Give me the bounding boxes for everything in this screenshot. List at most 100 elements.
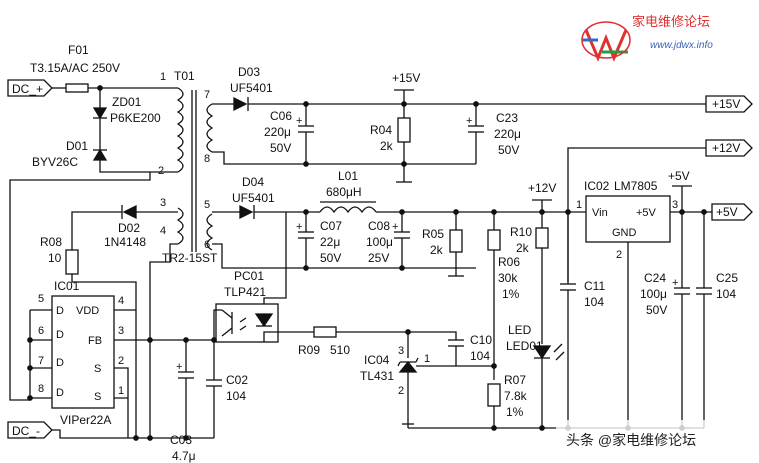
terminal-out-5v: +5V <box>711 203 753 221</box>
svg-text:T3.15A/AC 250V: T3.15A/AC 250V <box>30 61 120 75</box>
svg-text:UF5401: UF5401 <box>230 81 273 95</box>
svg-text:1%: 1% <box>506 405 524 419</box>
resistor-r10: R10 2k <box>510 212 549 344</box>
svg-text:7: 7 <box>204 89 210 101</box>
svg-text:GND: GND <box>612 227 637 239</box>
rail-15v: +15V <box>392 71 420 91</box>
svg-text:1: 1 <box>118 385 124 397</box>
svg-text:50V: 50V <box>646 303 667 317</box>
fuse-f01: F01 T3.15A/AC 250V <box>30 43 178 93</box>
svg-text:R10: R10 <box>510 225 532 239</box>
svg-text:TLP421: TLP421 <box>224 285 266 299</box>
svg-text:D: D <box>56 329 64 341</box>
svg-text:100μ: 100μ <box>366 235 393 249</box>
diode-d04: D04 UF5401 <box>212 175 320 220</box>
svg-text:50V: 50V <box>498 143 519 157</box>
svg-text:2k: 2k <box>516 241 530 255</box>
resistor-r07: R07 7.8k 1% <box>487 373 528 428</box>
svg-text:2: 2 <box>398 385 404 397</box>
svg-text:50V: 50V <box>320 251 341 265</box>
svg-text:R05: R05 <box>422 227 444 241</box>
svg-text:C11: C11 <box>584 279 605 293</box>
rail-12v-local: +12V <box>528 181 556 201</box>
svg-text:D04: D04 <box>242 175 264 189</box>
svg-text:3: 3 <box>118 325 124 337</box>
svg-text:Vin: Vin <box>592 207 608 219</box>
svg-text:+: + <box>296 115 302 127</box>
svg-text:VDD: VDD <box>76 305 99 317</box>
svg-text:+: + <box>296 221 302 233</box>
svg-text:DC_+: DC_+ <box>12 82 43 96</box>
shunt-reg-tl431: IC04 TL431 3 1 2 <box>360 345 456 428</box>
svg-text:R06: R06 <box>498 255 520 269</box>
capacitor-c02: C02 104 <box>206 340 248 438</box>
svg-text:2: 2 <box>118 355 124 367</box>
svg-text:+12V: +12V <box>712 141 740 155</box>
svg-text:BYV26C: BYV26C <box>32 155 78 169</box>
svg-text:+: + <box>466 115 472 127</box>
svg-text:22μ: 22μ <box>320 235 340 249</box>
svg-text:C08: C08 <box>368 219 390 233</box>
watermark-site-name: 家电维修论坛 <box>632 14 710 29</box>
svg-text:头条 @家电维修论坛: 头条 @家电维修论坛 <box>566 432 696 448</box>
capacitor-c25: C25 104 <box>696 212 738 428</box>
svg-text:D: D <box>56 387 64 399</box>
capacitor-c06: + C06 220μ 50V <box>264 104 314 164</box>
svg-text:R07: R07 <box>504 373 526 387</box>
rail-5v: +5V <box>668 169 692 187</box>
capacitor-c11: C11 104 <box>560 212 605 428</box>
resistor-r06: R06 30k 1% <box>487 212 520 380</box>
svg-text:10: 10 <box>48 251 62 265</box>
resistor-r05: R05 2k <box>422 212 464 277</box>
svg-text:6: 6 <box>38 325 44 337</box>
svg-text:3: 3 <box>160 197 166 209</box>
svg-text:8: 8 <box>38 383 44 395</box>
svg-text:L01: L01 <box>338 169 358 183</box>
inductor-l01: L01 680μH <box>319 169 586 214</box>
svg-text:8: 8 <box>204 153 210 165</box>
capacitor-c10: C10 104 <box>408 331 494 367</box>
svg-text:+15V: +15V <box>712 97 740 111</box>
svg-text:C10: C10 <box>470 333 492 347</box>
svg-text:104: 104 <box>226 389 246 403</box>
svg-text:7.8k: 7.8k <box>504 389 528 403</box>
svg-text:2k: 2k <box>380 139 394 153</box>
site-logo: 家电维修论坛 www.jdwx.info <box>581 14 713 62</box>
svg-text:1: 1 <box>576 199 582 211</box>
capacitor-c03: + C03 4.7μ <box>170 340 196 463</box>
svg-text:5: 5 <box>204 199 210 211</box>
svg-text:50V: 50V <box>270 141 291 155</box>
logo-emblem <box>581 21 631 62</box>
svg-text:2: 2 <box>158 165 164 177</box>
svg-text:+5V: +5V <box>636 207 657 219</box>
svg-text:1%: 1% <box>502 287 520 301</box>
svg-text:220μ: 220μ <box>494 127 521 141</box>
resistor-r09: R09 510 <box>298 326 409 358</box>
svg-text:2: 2 <box>616 249 622 261</box>
svg-text:FB: FB <box>88 335 102 347</box>
svg-text:5: 5 <box>38 293 44 305</box>
svg-text:T01: T01 <box>174 69 195 83</box>
diode-d02: D02 1N4148 <box>71 204 178 250</box>
svg-text:104: 104 <box>716 287 736 301</box>
svg-text:DC_-: DC_- <box>12 424 40 438</box>
svg-text:P6KE200: P6KE200 <box>110 111 161 125</box>
svg-text:C02: C02 <box>226 373 248 387</box>
optocoupler-pc01: PC01 TLP421 <box>215 269 279 343</box>
ic-viper22a: IC01 VIPer22A D D D D VDD FB S S 5 6 7 8… <box>38 279 124 427</box>
svg-text:+15V: +15V <box>392 71 420 85</box>
svg-text:6: 6 <box>204 239 210 251</box>
svg-text:220μ: 220μ <box>264 125 291 139</box>
svg-text:LED: LED <box>508 323 532 337</box>
svg-text:TL431: TL431 <box>360 369 394 383</box>
svg-text:1N4148: 1N4148 <box>104 235 146 249</box>
watermark-site-url: www.jdwx.info <box>650 40 713 51</box>
regulator-lm7805: IC02 LM7805 Vin +5V GND 1 3 2 <box>576 179 678 261</box>
capacitor-c24: + C24 100μ 50V <box>640 212 690 428</box>
svg-text:+: + <box>392 221 398 233</box>
svg-text:C07: C07 <box>320 219 342 233</box>
led-led01: LED LED01 <box>506 323 565 428</box>
svg-text:+: + <box>176 361 182 373</box>
svg-text:F01: F01 <box>68 43 89 57</box>
